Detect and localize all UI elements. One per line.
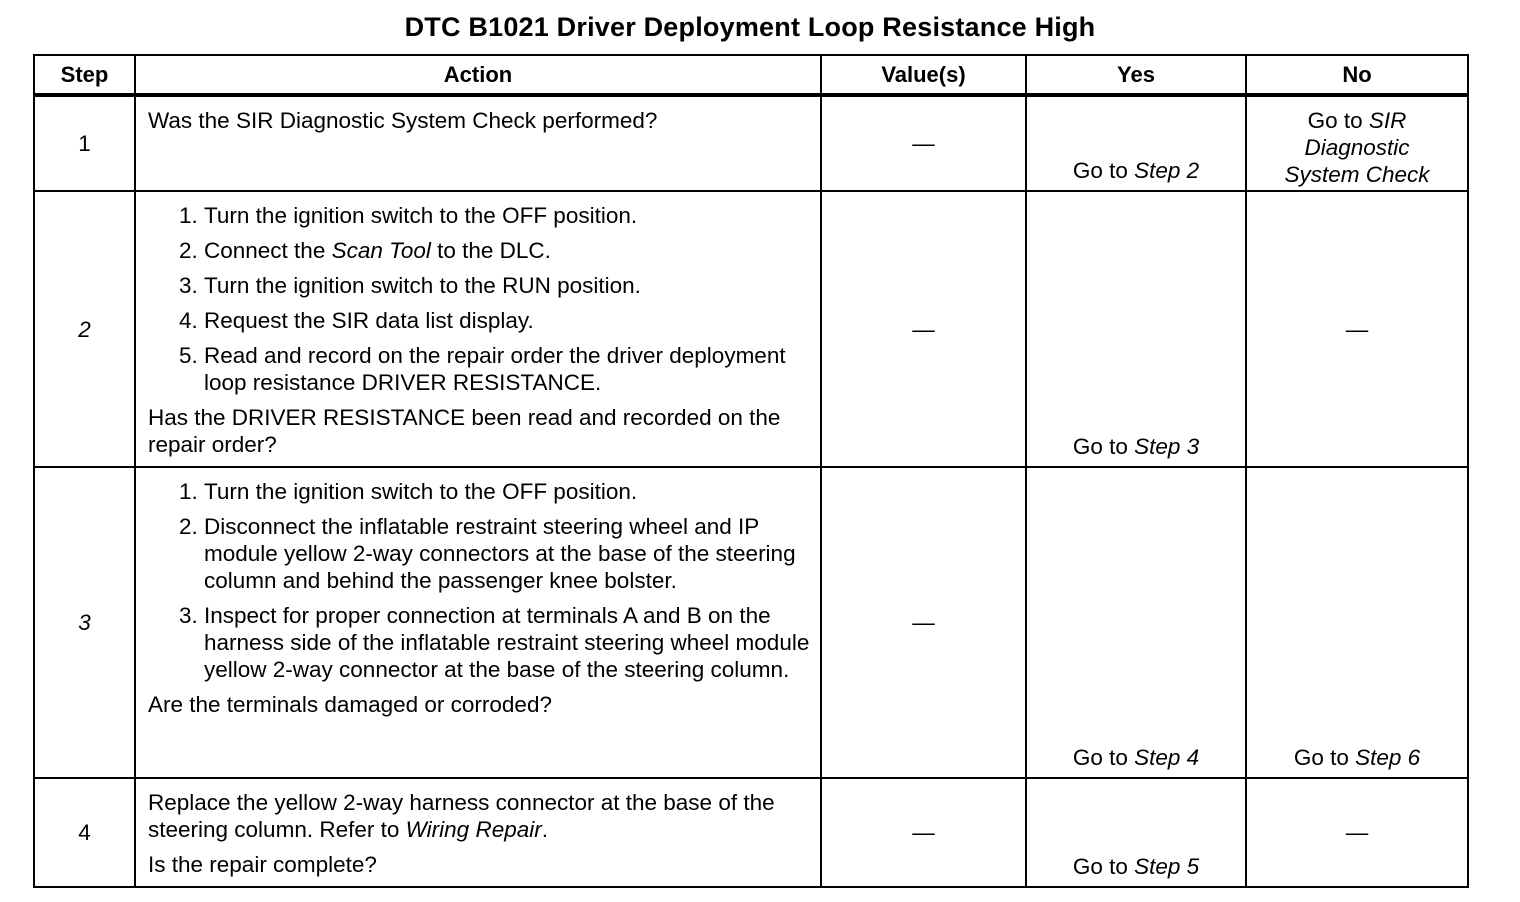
action-item: Disconnect the inflatable restraint stee… xyxy=(204,513,810,594)
no-cell: Go to Step 6 xyxy=(1245,466,1469,779)
table-row: 3 Turn the ignition switch to the OFF po… xyxy=(33,466,1469,779)
header-yes: Yes xyxy=(1025,54,1247,97)
header-action: Action xyxy=(134,54,822,97)
action-item: Read and record on the repair order the … xyxy=(204,342,810,396)
yes-target: Step 3 xyxy=(1134,434,1200,459)
header-no: No xyxy=(1245,54,1469,97)
no-target: System Check xyxy=(1284,162,1430,187)
yes-prefix: Go to xyxy=(1072,158,1128,183)
step-number: 2 xyxy=(33,190,136,468)
action-item: Inspect for proper connection at termina… xyxy=(204,602,810,683)
yes-target: Step 4 xyxy=(1134,745,1200,770)
action-item: Turn the ignition switch to the RUN posi… xyxy=(204,272,810,299)
yes-cell: Go to Step 2 xyxy=(1025,94,1247,192)
yes-target: Step 5 xyxy=(1134,854,1200,879)
yes-target: Step 2 xyxy=(1134,158,1200,183)
yes-prefix: Go to xyxy=(1072,745,1128,770)
no-target: Step 6 xyxy=(1355,745,1421,770)
value-cell: — xyxy=(820,466,1027,779)
yes-prefix: Go to xyxy=(1072,854,1128,879)
action-item: Request the SIR data list display. xyxy=(204,307,810,334)
no-target: SIR xyxy=(1368,108,1407,133)
action-item: Connect the Scan Tool to the DLC. xyxy=(204,237,810,264)
action-cell: Turn the ignition switch to the OFF posi… xyxy=(134,466,822,779)
table-row: 4 Replace the yellow 2-way harness conne… xyxy=(33,777,1469,888)
yes-cell: Go to Step 3 xyxy=(1025,190,1247,468)
value-cell: — xyxy=(820,777,1027,888)
no-prefix: Go to xyxy=(1307,108,1363,133)
action-item: Turn the ignition switch to the OFF posi… xyxy=(204,478,810,505)
action-list: Turn the ignition switch to the OFF posi… xyxy=(148,202,810,396)
action-question: Are the terminals damaged or corroded? xyxy=(148,692,552,717)
action-question: Has the DRIVER RESISTANCE been read and … xyxy=(148,405,781,457)
table-row: 1 Was the SIR Diagnostic System Check pe… xyxy=(33,94,1469,192)
page-title: DTC B1021 Driver Deployment Loop Resista… xyxy=(404,12,1096,42)
yes-cell: Go to Step 4 xyxy=(1025,466,1247,779)
yes-cell: Go to Step 5 xyxy=(1025,777,1247,888)
no-prefix: Go to xyxy=(1293,745,1349,770)
no-cell: — xyxy=(1245,777,1469,888)
action-cell: Replace the yellow 2-way harness connect… xyxy=(134,777,822,888)
header-values: Value(s) xyxy=(820,54,1027,97)
header-row: Step Action Value(s) Yes No xyxy=(33,54,1469,97)
no-cell: Go to SIR Diagnostic System Check xyxy=(1245,94,1469,192)
step-number: 3 xyxy=(33,466,136,779)
action-question: Was the SIR Diagnostic System Check perf… xyxy=(148,108,658,133)
action-question: Is the repair complete? xyxy=(148,852,377,877)
action-cell: Turn the ignition switch to the OFF posi… xyxy=(134,190,822,468)
action-cell: Was the SIR Diagnostic System Check perf… xyxy=(134,94,822,192)
value-cell: — xyxy=(820,94,1027,192)
yes-prefix: Go to xyxy=(1072,434,1128,459)
table-row: 2 Turn the ignition switch to the OFF po… xyxy=(33,190,1469,468)
action-item: Turn the ignition switch to the OFF posi… xyxy=(204,202,810,229)
action-list: Turn the ignition switch to the OFF posi… xyxy=(148,478,810,683)
header-step: Step xyxy=(33,54,136,97)
step-number: 4 xyxy=(33,777,136,888)
value-cell: — xyxy=(820,190,1027,468)
diagnostic-table: Step Action Value(s) Yes No 1 Was the SI… xyxy=(33,54,1469,888)
no-cell: — xyxy=(1245,190,1469,468)
no-target: Diagnostic xyxy=(1304,135,1410,160)
step-number: 1 xyxy=(33,94,136,192)
action-text: Replace the yellow 2-way harness connect… xyxy=(148,790,775,842)
